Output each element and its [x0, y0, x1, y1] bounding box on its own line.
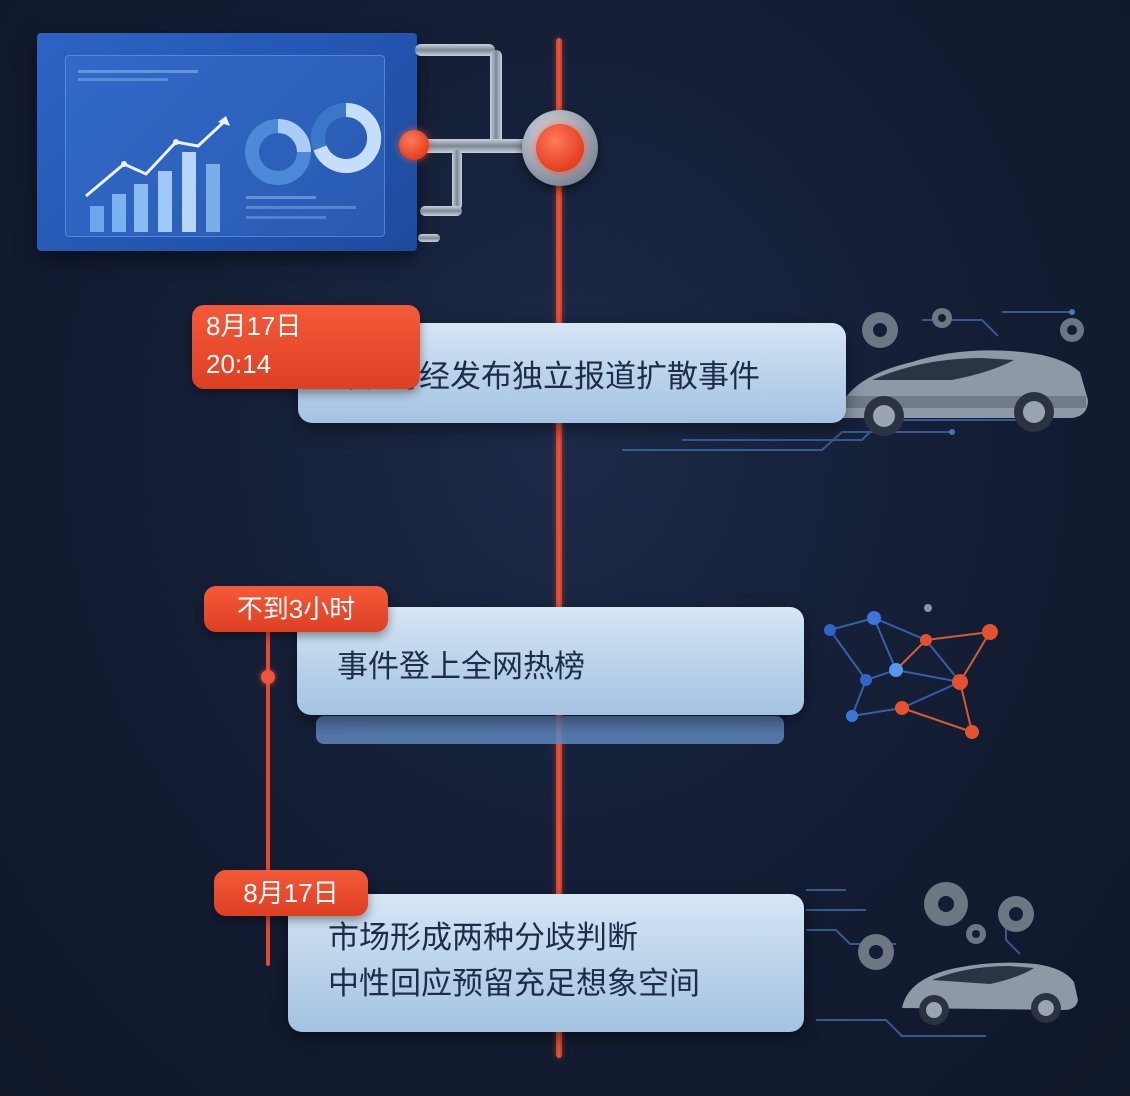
timeline-branch-dot — [261, 670, 275, 684]
network-icon — [824, 604, 998, 739]
event-card-3: 市场形成两种分歧判断 中性回应预留充足想象空间 — [288, 894, 804, 1032]
gear-icon — [858, 882, 1034, 970]
pipe-lower-end — [420, 206, 462, 216]
event-tag-time-1: 20:14 — [206, 349, 272, 379]
timeline-line — [556, 38, 562, 1058]
car-icon — [902, 962, 1078, 1025]
event-text-3a: 市场形成两种分歧判断 — [328, 920, 638, 956]
gear-icon — [862, 308, 1084, 348]
pipe-lower — [452, 150, 462, 210]
event-tag-date-1: 8月17日 — [206, 311, 302, 341]
pipe-vertical — [490, 50, 502, 150]
dashboard-illustration — [37, 33, 417, 251]
event-tag-1: 8月17日 20:14 — [192, 305, 420, 389]
connector-node-icon — [399, 130, 429, 160]
event-tag-2: 不到3小时 — [204, 586, 388, 632]
event-card-2-shadow — [316, 716, 784, 744]
timeline-hub-core — [536, 124, 584, 172]
car-gear-illustration-1 — [622, 300, 1092, 460]
event-text-3b: 中性回应预留充足想象空间 — [328, 966, 700, 1002]
dashboard-screen — [65, 55, 385, 237]
donut-icon — [245, 119, 311, 185]
car-gear-illustration-3 — [806, 870, 1082, 1060]
event-tag-3: 8月17日 — [214, 870, 368, 916]
network-illustration — [810, 600, 1010, 750]
pipe-horizontal — [415, 139, 535, 153]
car-icon — [837, 350, 1088, 436]
pipe-stub — [418, 234, 440, 242]
chart-icon — [78, 70, 382, 232]
pipe-top — [415, 44, 495, 56]
timeline-branch-line — [266, 628, 270, 966]
event-text-2: 事件登上全网热榜 — [337, 649, 585, 685]
